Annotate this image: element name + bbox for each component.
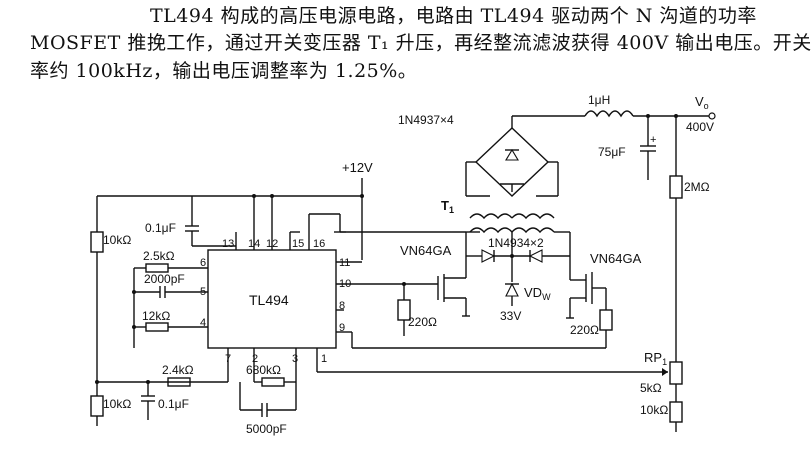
inductor <box>584 110 634 118</box>
resistor-220-right <box>599 309 613 331</box>
transformer-secondary <box>469 213 513 220</box>
label-mosfet-left: VN64GA <box>400 243 452 258</box>
zener-diode <box>505 282 519 297</box>
pin-6: 6 <box>200 257 206 269</box>
label-r220-left: 220Ω <box>408 315 437 329</box>
pin-2: 2 <box>252 353 258 365</box>
label-diodes: 1N4934×2 <box>488 236 544 250</box>
description-line-3: 率约 100kHz，输出电压调整率为 1.25%。 <box>30 60 418 82</box>
pin-1: 1 <box>321 353 327 365</box>
label-r10k-right: 10kΩ <box>640 403 668 417</box>
resistor-2-5k <box>145 263 169 273</box>
cap-plus-sign: + <box>650 134 656 146</box>
label-mosfet-right: VN64GA <box>590 251 642 266</box>
label-zener-value: 33V <box>500 309 521 323</box>
label-transformer: T1 <box>441 198 454 215</box>
pin-13: 13 <box>222 238 234 250</box>
description-line-1: TL494 构成的高压电源电路，电路由 TL494 驱动两个 N 沟道的功率 <box>150 5 757 27</box>
label-cap-75uf: 75μF <box>598 145 626 159</box>
pin-15: 15 <box>292 238 304 250</box>
label-r680k: 680kΩ <box>246 363 281 377</box>
label-bridge: 1N4937×4 <box>398 113 454 127</box>
label-zener: VDW <box>524 285 551 302</box>
pin-3: 3 <box>292 353 298 365</box>
transformer-primary <box>469 227 513 234</box>
resistor-2m <box>669 175 683 199</box>
resistor-10k-bottom <box>90 395 104 417</box>
vout-terminal <box>708 112 716 120</box>
label-c2000: 2000pF <box>144 272 185 286</box>
label-rp-value: 5kΩ <box>640 381 662 395</box>
potentiometer-rp1 <box>669 361 683 385</box>
label-r10k-top: 10kΩ <box>103 233 131 247</box>
label-vout-value: 400V <box>686 120 714 134</box>
label-vout: Vo <box>695 94 709 111</box>
diode-left <box>481 249 496 263</box>
label-rp: RP1 <box>644 350 667 367</box>
label-c5000: 5000pF <box>246 422 287 436</box>
label-r25k: 2.5kΩ <box>143 249 175 263</box>
label-r24k: 2.4kΩ <box>162 363 194 377</box>
pin-8: 8 <box>339 300 345 312</box>
label-inductor: 1μH <box>588 93 610 107</box>
label-r220-right: 220Ω <box>570 323 599 337</box>
description-line-2: MOSFET 推挽工作，通过开关变压器 T₁ 升压，再经整流滤波获得 400V … <box>30 32 811 54</box>
pin-4: 4 <box>200 317 206 329</box>
label-r2m: 2MΩ <box>684 180 710 194</box>
pin-16: 16 <box>313 238 325 250</box>
label-c01-bottom: 0.1μF <box>158 397 189 411</box>
resistor-2-4k <box>167 377 191 387</box>
pin-14: 14 <box>248 238 260 250</box>
chip-label: TL494 <box>249 292 289 308</box>
diode-right <box>528 249 543 263</box>
pin-11: 11 <box>339 257 350 269</box>
resistor-10k-top <box>90 231 104 253</box>
resistor-680k <box>261 377 285 387</box>
pin-9: 9 <box>339 322 345 334</box>
label-r12k: 12kΩ <box>142 309 170 323</box>
label-c01-top: 0.1μF <box>145 221 176 235</box>
resistor-10k-right <box>669 401 683 423</box>
resistor-12k <box>145 322 169 332</box>
pin-12: 12 <box>266 238 278 250</box>
bridge-rectifier <box>474 127 550 197</box>
label-r10k-bottom: 10kΩ <box>103 397 131 411</box>
vcc-label: +12V <box>342 160 373 175</box>
